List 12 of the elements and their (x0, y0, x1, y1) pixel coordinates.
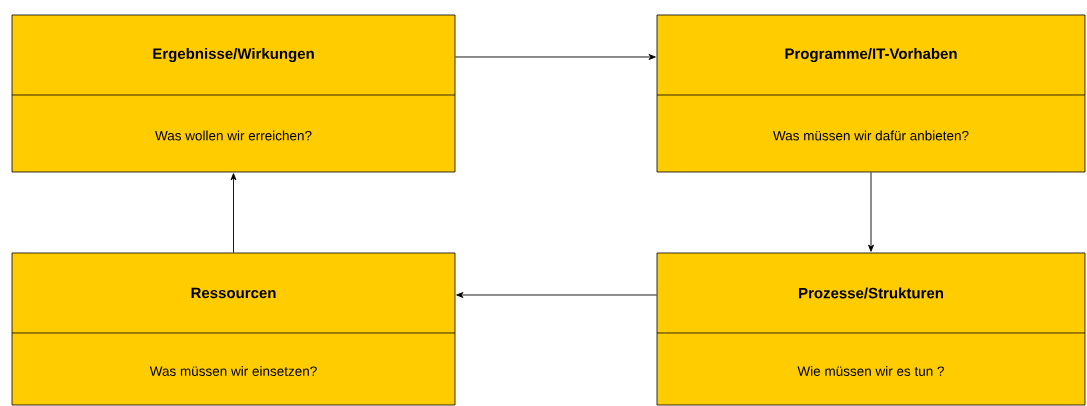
box-title: Programme/IT-Vorhaben (785, 47, 957, 62)
arrow (456, 292, 658, 298)
box-question: Was müssen wir dafür anbieten? (773, 130, 969, 141)
box-title: Ressourcen (191, 287, 276, 299)
box-question: Was wollen wir erreichen? (155, 130, 312, 141)
box-title: Ergebnisse/Wirkungen (153, 47, 314, 62)
box-question: Wie müssen wir es tun ? (797, 366, 944, 376)
arrow (454, 54, 656, 60)
box-title: Prozesse/Strukturen (799, 287, 943, 299)
arrow (868, 171, 874, 252)
arrow (230, 173, 237, 254)
box-question: Was müssen wir einsetzen? (149, 366, 317, 376)
